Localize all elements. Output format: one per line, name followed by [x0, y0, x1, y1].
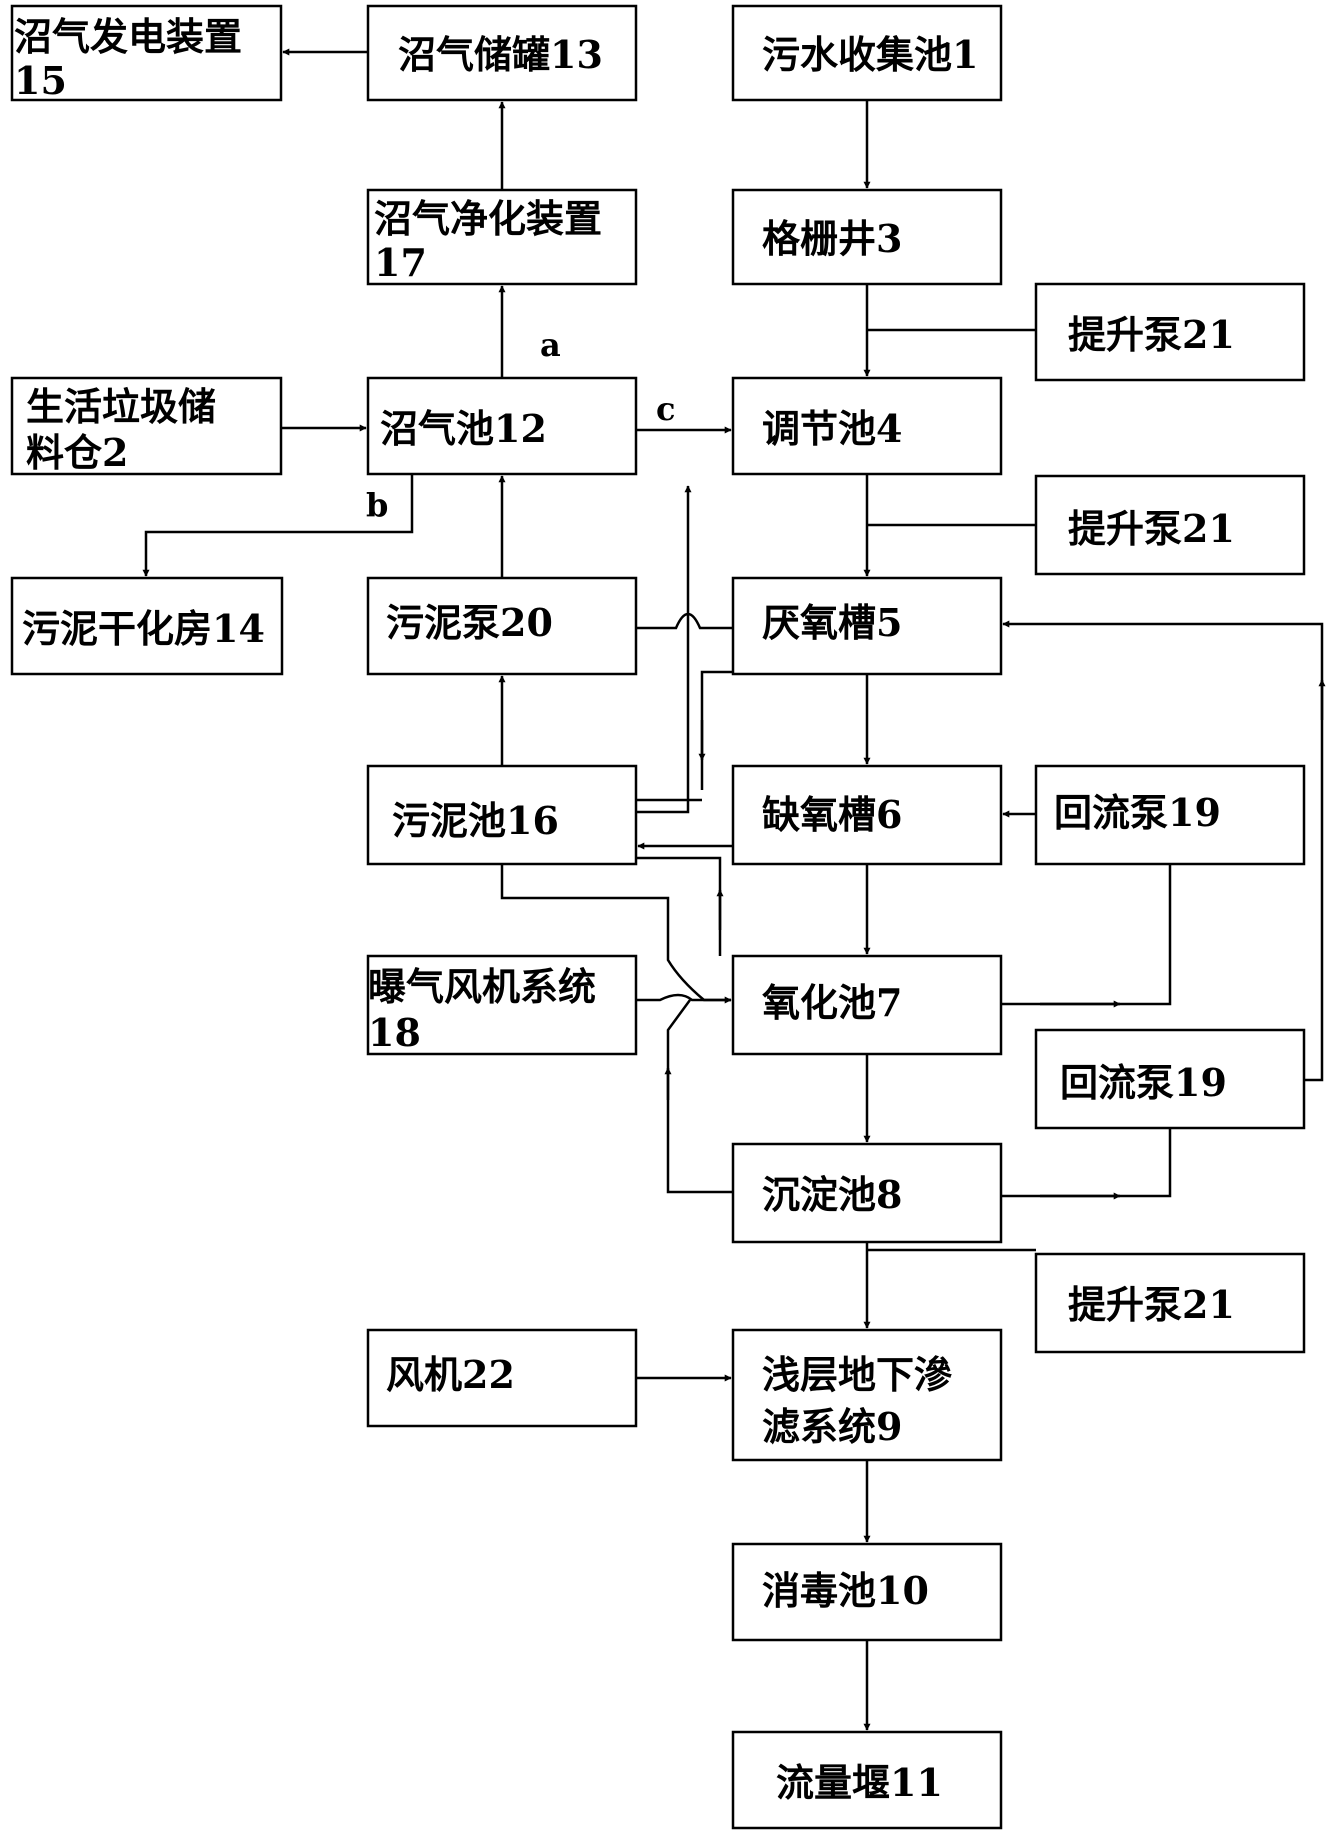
node-biogas-purify-line1: 沼气净化装置: [374, 196, 602, 241]
edge-label-c: c: [656, 390, 675, 428]
node-aeration-blower-line2: 18: [368, 1010, 421, 1055]
node-garbage-storage: 生活垃圾储 料仓2: [10, 376, 283, 476]
node-garbage-storage-line2: 料仓2: [26, 430, 128, 475]
node-reflux-pump-1-label: 回流泵19: [1054, 790, 1221, 835]
node-biogas-purify-line2: 17: [374, 240, 427, 285]
edge-label-a: a: [540, 326, 561, 364]
edge-oxidation-to-reflux1: [1001, 864, 1172, 1006]
node-aeration-blower: 曝气风机系统 18: [366, 954, 638, 1056]
node-sludge-pump: 污泥泵20: [366, 576, 638, 676]
node-digester: 沼气池12: [366, 376, 638, 476]
node-subsurface-filter-line1: 浅层地下滲: [762, 1352, 952, 1397]
edge-sedimentation-to-oxidation: [666, 999, 733, 1194]
node-anaerobic-tank: 厌氧槽5: [731, 576, 1003, 676]
node-anaerobic-tank-label: 厌氧槽5: [762, 600, 902, 645]
node-lift-pump-2-label: 提升泵21: [1068, 506, 1235, 551]
edge-anaerobic-to-sludgetank: [700, 670, 733, 790]
edge-reflux2-to-anaerobic: [1002, 620, 1324, 1082]
node-sludge-pump-label: 污泥泵20: [386, 600, 553, 645]
node-biogas-tank: 沼气储罐13: [366, 4, 638, 102]
node-biogas-power-line1: 沼气发电装置: [14, 14, 242, 59]
node-subsurface-filter: 浅层地下滲 滤系统9: [731, 1328, 1003, 1462]
node-sewage-collection-label: 污水收集池1: [762, 32, 978, 77]
node-sedimentation-tank-label: 沉淀池8: [762, 1172, 902, 1217]
node-lift-pump-1-label: 提升泵21: [1068, 312, 1235, 357]
edge-anaerobic-to-sludgepump: [636, 612, 733, 630]
node-grid-well: 格栅井3: [731, 188, 1003, 286]
node-biogas-purify: 沼气净化装置 17: [366, 188, 638, 286]
node-sedimentation-tank: 沉淀池8: [731, 1142, 1003, 1244]
node-sludge-drying-label: 污泥干化房14: [22, 606, 265, 651]
node-disinfection-tank: 消毒池10: [731, 1542, 1003, 1642]
node-sludge-tank: 污泥池16: [366, 764, 638, 866]
node-reflux-pump-2-label: 回流泵19: [1060, 1060, 1227, 1105]
node-lift-pump-2: 提升泵21: [1034, 474, 1306, 576]
node-regulation-tank: 调节池4: [731, 376, 1003, 476]
node-subsurface-filter-line2: 滤系统9: [762, 1404, 902, 1449]
node-reflux-pump-1: 回流泵19: [1034, 764, 1306, 866]
node-sludge-tank-label: 污泥池16: [392, 798, 559, 843]
node-blower: 风机22: [366, 1328, 638, 1428]
node-lift-pump-3-label: 提升泵21: [1068, 1282, 1235, 1327]
node-anoxic-tank: 缺氧槽6: [731, 764, 1003, 866]
node-reflux-pump-2: 回流泵19: [1034, 1028, 1306, 1130]
node-biogas-power: 沼气发电装置 15: [10, 4, 283, 103]
node-flow-weir: 流量堰11: [731, 1730, 1003, 1830]
node-grid-well-label: 格栅井3: [762, 216, 902, 261]
node-biogas-tank-label: 沼气储罐13: [398, 32, 603, 77]
node-anoxic-tank-label: 缺氧槽6: [762, 792, 902, 837]
edge-aeration-to-oxidation: [636, 993, 732, 1004]
node-lift-pump-1: 提升泵21: [1034, 282, 1306, 382]
node-sewage-collection: 污水收集池1: [731, 4, 1003, 102]
node-oxidation-tank-label: 氧化池7: [762, 980, 902, 1025]
edge-digester-to-drying: [142, 474, 414, 577]
node-digester-label: 沼气池12: [380, 406, 547, 451]
edge-sludgetank-to-oxidation: [636, 856, 722, 956]
node-regulation-tank-label: 调节池4: [762, 406, 902, 451]
node-biogas-power-line2: 15: [14, 58, 67, 103]
edge-label-b: b: [366, 486, 388, 524]
node-lift-pump-3: 提升泵21: [1034, 1252, 1306, 1354]
node-flow-weir-label: 流量堰11: [776, 1760, 943, 1805]
node-blower-label: 风机22: [386, 1352, 515, 1397]
edge-sedimentation-to-reflux2: [1001, 1128, 1172, 1198]
node-sludge-drying: 污泥干化房14: [10, 576, 284, 676]
edge-sludgetank-to-regulation: [636, 485, 692, 814]
node-aeration-blower-line1: 曝气风机系统: [368, 964, 596, 1009]
node-disinfection-tank-label: 消毒池10: [762, 1568, 929, 1613]
node-garbage-storage-line1: 生活垃圾储: [26, 384, 216, 429]
node-oxidation-tank: 氧化池7: [731, 954, 1003, 1056]
edge-sludgetank-bottom-loop: [500, 864, 731, 1002]
